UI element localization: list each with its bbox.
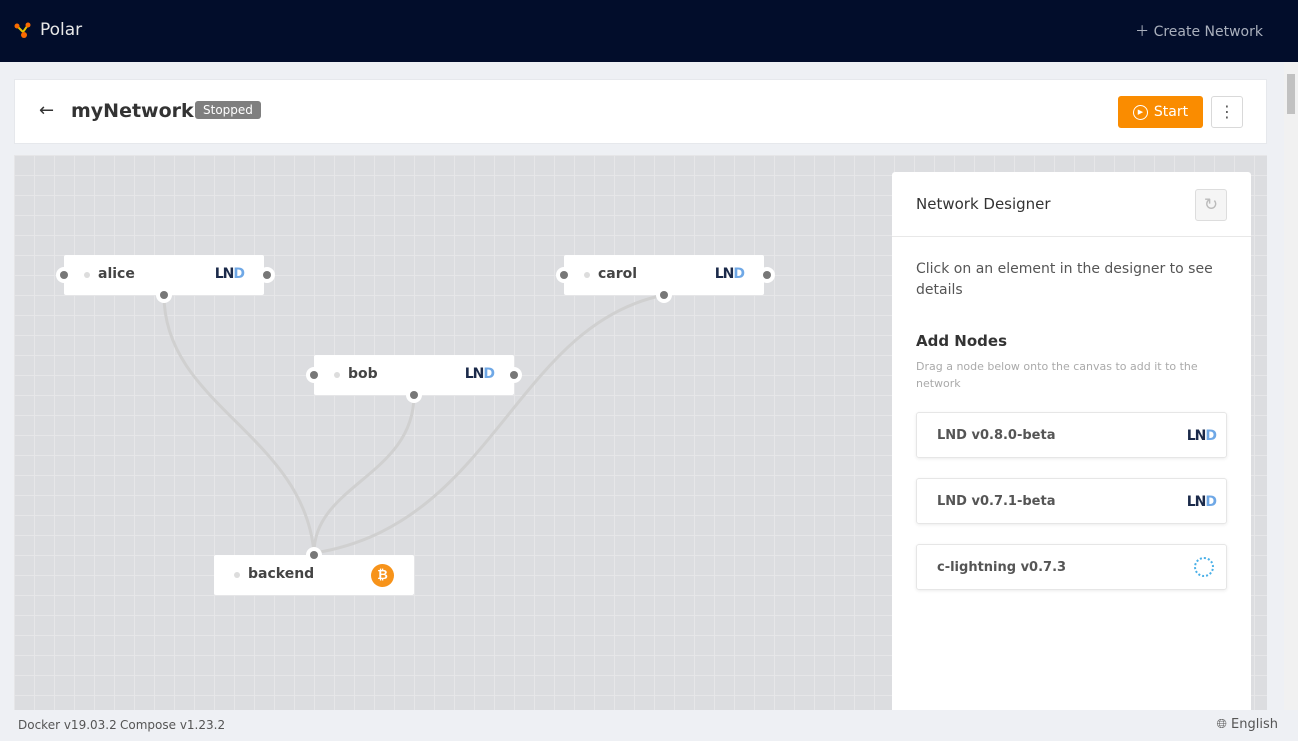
port-top[interactable] bbox=[306, 547, 322, 563]
node-name: bob bbox=[348, 366, 378, 382]
lnd-logo-icon: LND bbox=[1186, 494, 1217, 510]
item-label: c-lightning v0.7.3 bbox=[937, 560, 1067, 575]
page-title: myNetwork bbox=[71, 100, 194, 122]
node-name: carol bbox=[598, 266, 638, 282]
scrollbar-thumb[interactable] bbox=[1287, 74, 1295, 114]
panel-title: Network Designer bbox=[916, 195, 1051, 213]
node-carol[interactable]: carol LND bbox=[556, 255, 775, 303]
create-network-label: Create Network bbox=[1153, 24, 1263, 40]
start-label: Start bbox=[1153, 104, 1189, 120]
network-designer-panel: Network Designer ↻ Click on an element i… bbox=[892, 172, 1251, 710]
add-nodes-heading: Add Nodes bbox=[916, 332, 1008, 350]
plus-icon: ＋ bbox=[1135, 24, 1154, 40]
port-bottom[interactable] bbox=[406, 387, 422, 403]
play-circle-icon: ▶ bbox=[1132, 104, 1148, 120]
network-designer-canvas[interactable]: alice LND carol LND bob LND backend ₿ Ne… bbox=[14, 155, 1267, 710]
refresh-button[interactable]: ↻ bbox=[1195, 189, 1227, 221]
language-label: English bbox=[1231, 717, 1278, 732]
footer: Docker v19.03.2 Compose v1.23.2 🌐︎ Engli… bbox=[0, 710, 1284, 741]
node-backend[interactable]: backend ₿ bbox=[214, 547, 414, 595]
link-bob-backend bbox=[312, 394, 416, 554]
panel-hint: Click on an element in the designer to s… bbox=[916, 261, 1213, 298]
item-label: LND v0.7.1-beta bbox=[937, 494, 1056, 509]
status-dot bbox=[84, 272, 90, 278]
node-name: alice bbox=[98, 266, 135, 282]
globe-icon: 🌐︎ bbox=[1216, 717, 1232, 732]
port-right[interactable] bbox=[259, 267, 275, 283]
compose-version: Compose v1.23.2 bbox=[120, 718, 226, 732]
polar-logo-icon bbox=[14, 22, 31, 38]
node-name: backend bbox=[248, 566, 315, 582]
lnd-logo-icon: LND bbox=[464, 366, 495, 382]
links-layer bbox=[162, 293, 665, 555]
status-dot bbox=[584, 272, 590, 278]
lnd-logo-icon: LND bbox=[1186, 428, 1217, 444]
create-network-button[interactable]: ＋ Create Network bbox=[1135, 21, 1263, 41]
node-bob[interactable]: bob LND bbox=[306, 355, 522, 403]
port-right[interactable] bbox=[759, 267, 775, 283]
lnd-v071-item[interactable]: LND v0.7.1-beta LND bbox=[916, 478, 1227, 524]
lnd-v080-item[interactable]: LND v0.8.0-beta LND bbox=[916, 412, 1227, 458]
status-dot bbox=[334, 372, 340, 378]
language-selector[interactable]: 🌐︎ English bbox=[1217, 717, 1279, 732]
port-bottom[interactable] bbox=[656, 287, 672, 303]
node-alice[interactable]: alice LND bbox=[56, 255, 275, 303]
port-left[interactable] bbox=[556, 267, 572, 283]
lnd-logo-icon: LND bbox=[214, 266, 245, 282]
port-bottom[interactable] bbox=[156, 287, 172, 303]
c-lightning-logo-icon bbox=[1194, 557, 1214, 577]
start-button[interactable]: ▶ Start bbox=[1118, 96, 1203, 128]
link-alice-backend bbox=[162, 294, 316, 554]
network-header-card: ← myNetwork Stopped ▶ Start ⋮ bbox=[14, 79, 1267, 144]
app-header: Polar ＋ Create Network bbox=[0, 0, 1298, 62]
app-brand: Polar bbox=[40, 20, 83, 40]
port-left[interactable] bbox=[56, 267, 72, 283]
status-badge: Stopped bbox=[195, 101, 261, 119]
port-right[interactable] bbox=[506, 367, 522, 383]
more-options-button[interactable]: ⋮ bbox=[1211, 96, 1243, 128]
status-dot bbox=[234, 572, 240, 578]
add-nodes-description: Drag a node below onto the canvas to add… bbox=[916, 360, 1198, 390]
back-arrow-icon[interactable]: ← bbox=[39, 100, 55, 121]
port-left[interactable] bbox=[306, 367, 322, 383]
lnd-logo-icon: LND bbox=[714, 266, 745, 282]
page-scrollbar[interactable] bbox=[1284, 62, 1298, 710]
docker-version: Docker v19.03.2 bbox=[18, 718, 117, 732]
item-label: LND v0.8.0-beta bbox=[937, 428, 1056, 443]
c-lightning-item[interactable]: c-lightning v0.7.3 bbox=[916, 544, 1227, 590]
link-carol-backend bbox=[313, 293, 665, 555]
bitcoin-icon: ₿ bbox=[371, 564, 394, 587]
